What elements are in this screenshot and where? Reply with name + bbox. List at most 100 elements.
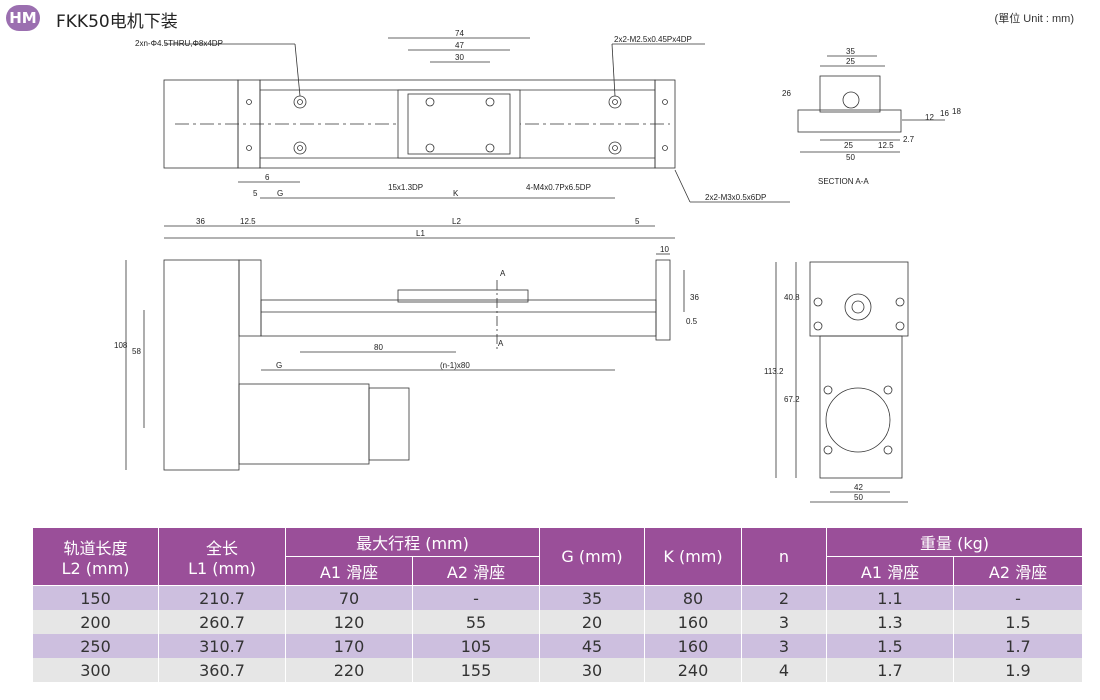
dim-80: 80 [374, 343, 383, 352]
dim-g-side: G [276, 361, 282, 370]
table-cell: 55 [412, 610, 540, 634]
technical-drawing: 2xn-Φ4.5THRU,Φ8x4DP 2x2-M2.5x0.45Px4DP 4… [114, 30, 961, 503]
table-cell: 70 [285, 585, 413, 610]
col-l2-title: 轨道长度 [63, 539, 128, 558]
end-view [775, 261, 909, 503]
end-dim-42: 42 [854, 483, 863, 492]
table-cell: 2 [741, 585, 827, 610]
page-title: FKK50电机下装 [56, 12, 178, 32]
table-cell: 210.7 [158, 585, 286, 610]
dim-108: 108 [114, 341, 128, 350]
table-cell: 45 [539, 634, 645, 658]
col-weight-a2: A2 滑座 [953, 556, 1083, 586]
page-header: HM FKK50电机下装 (單位 Unit : mm) [0, 0, 1100, 34]
table-cell: 80 [644, 585, 742, 610]
dim-k: K [453, 189, 459, 198]
table-cell: 105 [412, 634, 540, 658]
table-row: 250 310.7 170 105 45 160 3 1.5 1.7 [32, 634, 1083, 658]
table-row: 200 260.7 120 55 20 160 3 1.3 1.5 [32, 610, 1083, 634]
sec-dim-18: 18 [952, 107, 961, 116]
col-weight-a1: A1 滑座 [826, 556, 954, 586]
table-row: 300 360.7 220 155 30 240 4 1.7 1.9 [32, 658, 1083, 682]
col-stroke: 最大行程 (mm) [285, 527, 540, 557]
sec-dim-12: 12 [925, 113, 934, 122]
dim-30: 30 [455, 53, 464, 62]
table-row: 150 210.7 70 - 35 80 2 1.1 - [32, 585, 1083, 610]
section-mark-top: A [500, 269, 506, 278]
table-cell: 3 [741, 634, 827, 658]
col-l2: 轨道长度 L2 (mm) [32, 527, 159, 586]
table-cell: 1.9 [953, 658, 1083, 682]
col-stroke-a2: A2 滑座 [412, 556, 540, 586]
table-cell: 160 [644, 610, 742, 634]
sec-dim-26: 26 [782, 89, 791, 98]
table-cell: 155 [412, 658, 540, 682]
sec-dim-50: 50 [846, 153, 855, 162]
dim-6: 6 [265, 173, 270, 182]
sec-dim-35: 35 [846, 47, 855, 56]
col-l1-unit: L1 (mm) [188, 559, 256, 578]
col-l2-unit: L2 (mm) [61, 559, 130, 578]
dim-l2: L2 [452, 217, 461, 226]
table-cell: 200 [32, 610, 159, 634]
dim-74: 74 [455, 30, 464, 38]
dim-47: 47 [455, 41, 464, 50]
top-view [163, 37, 790, 239]
sec-dim-25b: 25 [844, 141, 853, 150]
section-view [797, 55, 945, 153]
dim-g-top: G [277, 189, 283, 198]
col-n: n [741, 527, 827, 586]
dim-15x13: 15x1.3DP [388, 183, 423, 192]
table-cell: 20 [539, 610, 645, 634]
section-label: SECTION A-A [818, 177, 869, 186]
dim-36: 36 [196, 217, 205, 226]
table-cell: - [953, 585, 1083, 610]
table-cell: 30 [539, 658, 645, 682]
dim-n1x80: (n-1)x80 [440, 361, 470, 370]
col-k: K (mm) [644, 527, 742, 586]
table-cell: 170 [285, 634, 413, 658]
col-weight: 重量 (kg) [826, 527, 1083, 557]
dim-5a: 5 [253, 189, 258, 198]
table-cell: 4 [741, 658, 827, 682]
table-cell: 310.7 [158, 634, 286, 658]
table-cell: 1.7 [826, 658, 954, 682]
dim-67-2: 67.2 [784, 395, 800, 404]
dim-5b: 5 [635, 217, 640, 226]
note-m3: 2x2-M3x0.5x6DP [705, 193, 766, 202]
table-cell: 220 [285, 658, 413, 682]
dim-113-2: 113.2 [764, 367, 784, 376]
note-m4: 4-M4x0.7Px6.5DP [526, 183, 591, 192]
table-cell: 260.7 [158, 610, 286, 634]
end-dim-50: 50 [854, 493, 863, 502]
table-cell: 1.3 [826, 610, 954, 634]
sec-dim-12-5: 12.5 [878, 141, 894, 150]
dim-58: 58 [132, 347, 141, 356]
spec-table: 轨道长度 L2 (mm) 全长 L1 (mm) 最大行程 (mm) G (mm)… [32, 527, 1083, 682]
table-cell: 1.7 [953, 634, 1083, 658]
table-cell: 150 [32, 585, 159, 610]
table-cell: - [412, 585, 540, 610]
dim-12-5: 12.5 [240, 217, 256, 226]
col-l1-title: 全长 [205, 539, 238, 558]
dim-36-side: 36 [690, 293, 699, 302]
table-cell: 1.1 [826, 585, 954, 610]
unit-note: (單位 Unit : mm) [994, 13, 1074, 25]
side-view [125, 253, 685, 471]
table-cell: 240 [644, 658, 742, 682]
table-cell: 120 [285, 610, 413, 634]
dim-0-5: 0.5 [686, 317, 698, 326]
section-mark-bottom: A [498, 339, 504, 348]
dim-l1: L1 [416, 229, 425, 238]
sec-dim-2-7: 2.7 [903, 135, 915, 144]
brand-badge: HM [6, 5, 40, 31]
table-cell: 1.5 [953, 610, 1083, 634]
table-cell: 360.7 [158, 658, 286, 682]
table-cell: 3 [741, 610, 827, 634]
table-cell: 300 [32, 658, 159, 682]
dim-40-8: 40.8 [784, 293, 800, 302]
sec-dim-16: 16 [940, 109, 949, 118]
col-l1: 全长 L1 (mm) [158, 527, 286, 586]
note-holes: 2xn-Φ4.5THRU,Φ8x4DP [135, 39, 223, 48]
col-g: G (mm) [539, 527, 645, 586]
